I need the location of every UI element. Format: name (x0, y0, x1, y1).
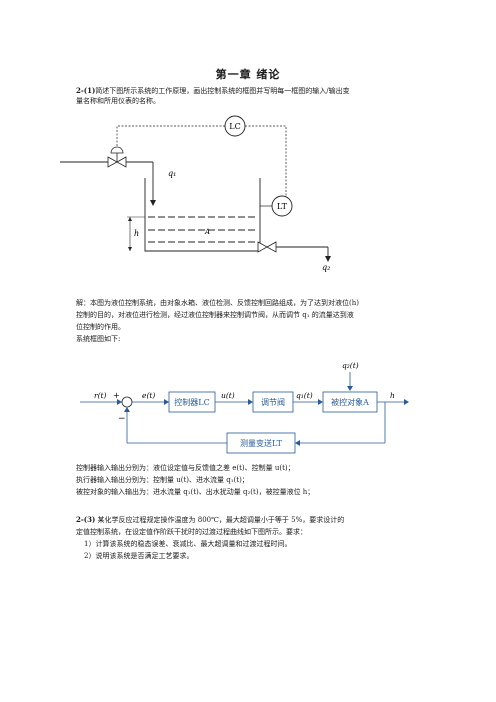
valve-actuator-icon (110, 146, 124, 154)
answer-line4: 系统框图如下: (76, 335, 121, 343)
valve-label: 调节阀 (261, 398, 285, 407)
question-text-line1: 简述下图所示系统的工作原理，画出控制系统的框图并写明每一框图的输入/输出变 (95, 87, 350, 95)
question-3-label: 2-(3) (76, 515, 96, 524)
answer-line3: 位控制的作用。 (76, 323, 125, 331)
lt-label: LT (277, 202, 288, 211)
q1-flow-label: q₁ (168, 169, 176, 178)
question-label: 2-(1) (76, 86, 96, 95)
question-3-line2: 定值控制系统，在设定值作阶跃干扰时的过渡过程曲线如下图所示。要求： (76, 528, 307, 536)
question-2-1: 2-(1)简述下图所示系统的工作原理，画出控制系统的框图并写明每一框图的输入/输… (76, 86, 426, 106)
answer-paragraph: 解：本图为液位控制系统，由对象水箱、液位检测、反馈控制回路组成，为了达到对液位(… (76, 297, 426, 345)
q2-disturbance-label: q₂(t) (342, 361, 359, 370)
question-3-line1: 某化学反应过程规定操作温度为 800℃，最大超调量小于等于 5%，要求设计的 (97, 516, 345, 524)
plant-label: 被控对象A (331, 397, 369, 407)
inlet-valve-icon (107, 156, 118, 168)
e-label: e(t) (142, 391, 155, 400)
lc-signal-line (116, 125, 225, 147)
process-diagram: LC q₁ A h LT q₂ (60, 115, 331, 272)
summing-junction (121, 396, 133, 408)
page-title: 第一章 绪论 (215, 68, 281, 81)
tank-area-label: A (204, 228, 210, 236)
q2-flow-label: q₂ (322, 263, 330, 272)
q1-label: q₁(t) (296, 391, 313, 400)
plus-sign: + (113, 391, 120, 400)
io-line1: 控制器输入输出分别为：液位设定值与反馈值之差 e(t)、控制量 u(t)； (76, 464, 295, 472)
tank (144, 178, 261, 252)
question-2-3: 2-(3) 某化学反应过程规定操作温度为 800℃，最大超调量小于等于 5%，要… (76, 514, 426, 562)
block-diagram: q₂(t) r(t) + e(t) 控制器LC u(t) 调节阀 q₁(t) 被… (80, 361, 409, 454)
sensor-label: 测量变送LT (240, 438, 283, 448)
lt-signal-line (245, 125, 287, 196)
r-label: r(t) (94, 391, 107, 400)
question-text-line2: 量名称和所用仪表的名称。 (76, 97, 160, 105)
io-line2: 执行器输入输出分别为：控制量 u(t)、进水流量 q₁(t)； (76, 476, 249, 484)
question-3-item1: 1）计算该系统的稳态误差、衰减比、最大超调量和过渡过程时间。 (84, 540, 292, 548)
answer-line1: 解：本图为液位控制系统，由对象水箱、液位检测、反馈控制回路组成，为了达到对液位(… (76, 299, 359, 307)
outlet-valve-icon (257, 241, 268, 253)
h-output-label: h (390, 391, 395, 400)
io-line3: 被控对象的输入输出为：进水流量 q₁(t)、出水扰动量 q₂(t)，被控量液位 … (76, 488, 315, 496)
question-3-item2: 2）说明该系统是否满足工艺要求。 (84, 552, 194, 560)
h-label: h (134, 229, 139, 238)
io-description: 控制器输入输出分别为：液位设定值与反馈值之差 e(t)、控制量 u(t)； 执行… (76, 462, 426, 498)
controller-label: 控制器LC (174, 397, 209, 407)
u-label: u(t) (221, 391, 235, 400)
minus-sign: − (118, 414, 126, 424)
answer-line2: 控制的目的，对液位进行检测，经过液位控制器来控制调节阀，从而调节 q₁ 的流量达… (76, 311, 354, 319)
lc-label: LC (229, 122, 240, 131)
